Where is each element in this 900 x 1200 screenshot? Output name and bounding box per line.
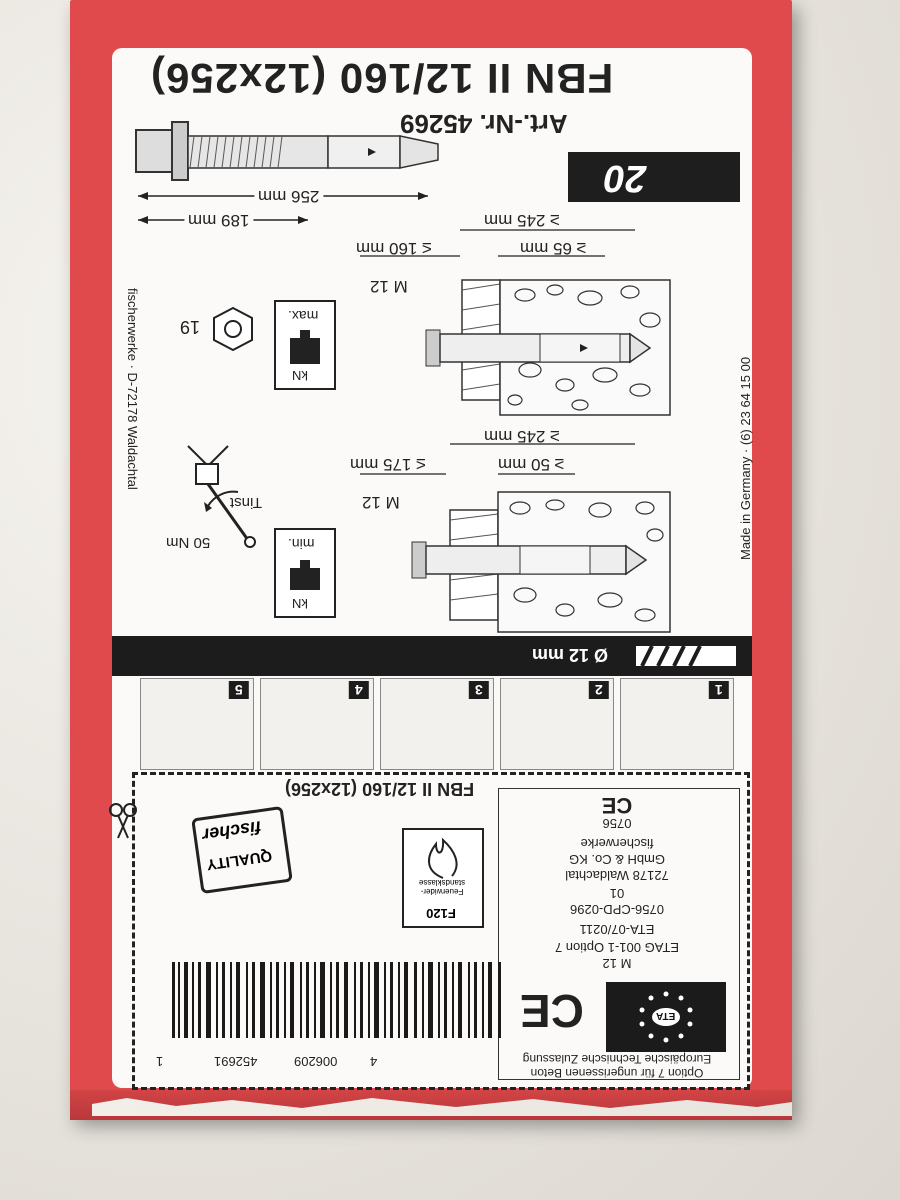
product-title: FBN II 12/160 (12x256): [150, 55, 614, 102]
upper-thread: M 12: [370, 277, 408, 296]
step-number: 5: [229, 681, 249, 699]
torque-label: Tinst: [230, 494, 262, 511]
barcode: [172, 962, 501, 1038]
nut-icon: [213, 306, 253, 352]
wrench-size: 19: [180, 317, 201, 337]
eta-footer-line-0: Europäische Technische Zulassung: [522, 1052, 712, 1066]
barcode-digit-group-1: 006209: [294, 1054, 338, 1069]
quantity-value: 20: [604, 157, 647, 199]
barcode-digit-check: 1: [156, 1054, 164, 1069]
quality-word: QUALITY: [205, 846, 274, 873]
step-number: 2: [589, 681, 609, 699]
cert-line-4: 01: [609, 886, 625, 901]
step-number: 1: [709, 681, 729, 699]
step-4: 4: [260, 678, 374, 770]
thread-length: 189 mm: [184, 210, 254, 230]
ce-mark-large: CE: [520, 985, 584, 1037]
step-number: 4: [349, 681, 369, 699]
cert-line-1: fischerwerke: [580, 836, 654, 851]
eta-logo-text: ETA: [656, 1010, 676, 1021]
installation-diagram-upper: [360, 229, 671, 416]
flame-icon: [428, 837, 458, 879]
min-label: min.: [288, 536, 315, 552]
cert-line-7: ETAG 001-1 Option 7: [554, 940, 680, 955]
cert-line-3: 72178 Waldachtal: [565, 868, 669, 883]
min-unit: kN: [292, 596, 308, 611]
barcode-digit-group-2: 452691: [214, 1054, 258, 1069]
drill-bit-icon: [636, 645, 736, 667]
cert-line-2: GmbH & Co. KG: [568, 852, 666, 867]
upper-anchor-depth: ≥ 65 mm: [520, 239, 587, 258]
torque-value: 50 Nm: [166, 534, 211, 551]
fire-rating-box: [402, 828, 484, 928]
cert-line-6: ETA-07/0211: [579, 922, 655, 937]
fire-rating: F120: [426, 906, 456, 921]
lower-max-fixture: ≤ 175 mm: [350, 455, 426, 474]
min-load-icon: [274, 528, 336, 618]
max-load-icon: [274, 300, 336, 390]
quality-brand: fischer: [201, 817, 263, 846]
drill-diameter: Ø 12 mm: [532, 645, 609, 665]
total-length: 256 mm: [254, 186, 324, 206]
eu-stars-icon: [639, 991, 693, 1043]
installation-diagram-lower: [360, 443, 671, 633]
barcode-digit-0: 4: [370, 1054, 378, 1069]
max-unit: kN: [292, 368, 308, 383]
installation-steps: 5 4 3 2 1: [140, 678, 750, 770]
left-side-text: fischerwerke · D-72178 Waldachtal: [125, 288, 140, 490]
upper-max-fixture: ≤ 160 mm: [356, 239, 432, 258]
cert-line-8: M 12: [602, 956, 632, 971]
step-number: 3: [469, 681, 489, 699]
eta-footer-line-1: Option 7 für ungerissenen Beton: [530, 1066, 704, 1080]
step-3: 3: [380, 678, 494, 770]
lower-embed-total: ≥ 245 mm: [484, 427, 560, 446]
step-5: 5: [140, 678, 254, 770]
upper-embed-total: ≥ 245 mm: [484, 211, 560, 230]
fire-rating-caption: Feuerwider-standsklasse: [418, 878, 466, 896]
cert-line-5: 0756-CPD-0296: [570, 902, 664, 917]
installation-steps-bar: Ø 12 mm: [112, 636, 752, 676]
max-label: max.: [288, 308, 319, 324]
quality-stamp: fischer QUALITY: [191, 805, 293, 895]
step-2: 2: [500, 678, 614, 770]
right-side-text: Made in Germany · (6) 23 64 15 00: [738, 356, 753, 560]
cert-line-0: 0756: [602, 816, 632, 831]
quantity-box: 20: [568, 152, 740, 202]
scissors-icon: [109, 803, 137, 839]
eta-eu-flag: ETA: [606, 982, 726, 1052]
lower-thread: M 12: [362, 493, 400, 512]
certification-box: [498, 788, 740, 1080]
torque-wrench-icon: [187, 445, 256, 548]
step-1: 1: [620, 678, 734, 770]
anchor-bolt-drawing: [135, 121, 439, 224]
cutout-coupon: [132, 772, 750, 1090]
lower-anchor-depth: ≥ 50 mm: [498, 455, 565, 474]
ce-mark-small: CE: [601, 793, 633, 818]
